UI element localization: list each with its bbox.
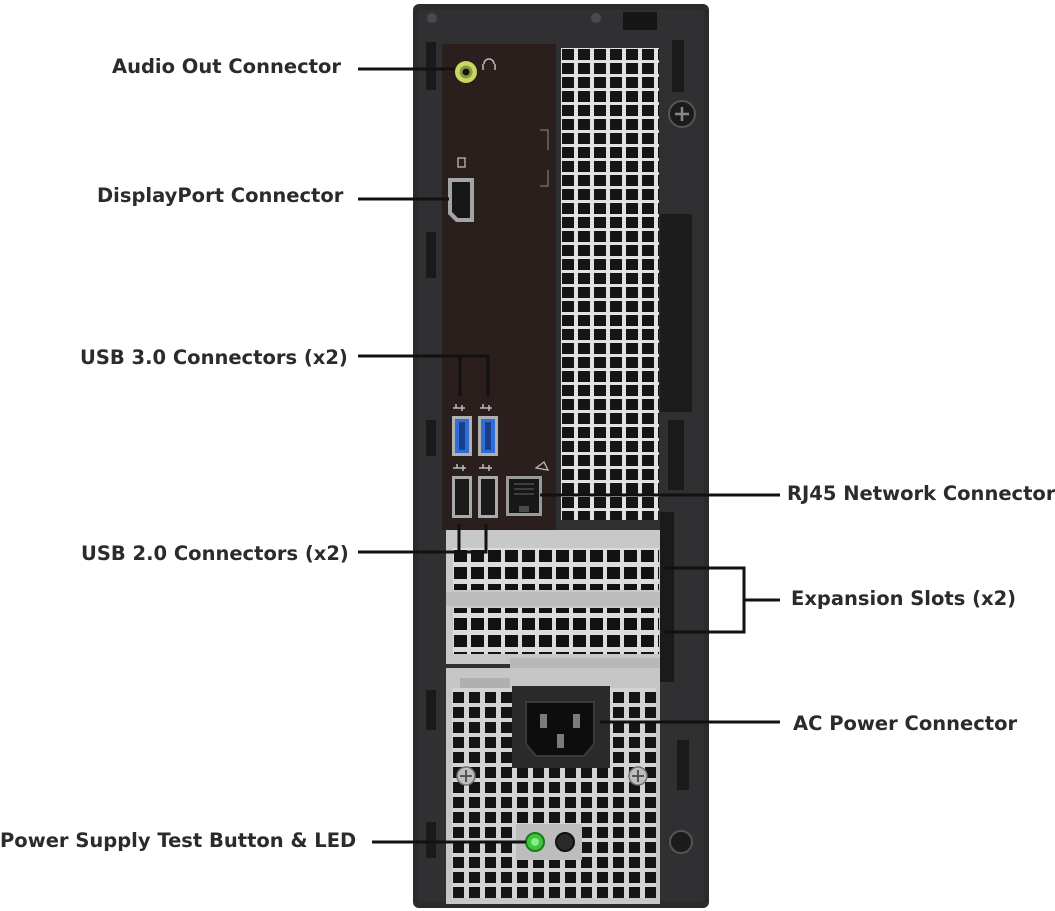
label-usb3-connectors: USB 3.0 Connectors (x2) <box>80 346 348 369</box>
audio-jack[interactable] <box>455 58 496 83</box>
screw-icon <box>628 766 648 786</box>
padlock-loop-icon <box>669 830 693 854</box>
expansion-slots <box>446 512 674 682</box>
displayport-port[interactable] <box>448 157 474 222</box>
screw-icon <box>456 766 476 786</box>
label-expansion-slots: Expansion Slots (x2) <box>791 587 1017 610</box>
usb3-ports[interactable] <box>452 404 498 456</box>
label-rj45-network-connector: RJ45 Network Connector <box>787 482 1055 505</box>
psu-test-panel <box>516 824 582 860</box>
network-icon <box>534 461 550 471</box>
expansion-slot-2[interactable] <box>453 608 659 654</box>
expansion-slot-1[interactable] <box>453 548 659 590</box>
usb-icon <box>453 404 465 411</box>
io-panel <box>442 44 556 530</box>
usb-icon <box>480 404 492 411</box>
thumbscrew-icon[interactable] <box>668 100 696 128</box>
rj45-port[interactable] <box>506 461 550 516</box>
usb-icon <box>453 464 466 471</box>
label-displayport-connector: DisplayPort Connector <box>97 184 344 207</box>
headphone-icon <box>482 58 496 70</box>
usb2-ports[interactable] <box>452 464 498 518</box>
ac-power-inlet[interactable] <box>512 686 610 768</box>
psu-test-button[interactable] <box>555 832 575 852</box>
label-usb2-connectors: USB 2.0 Connectors (x2) <box>81 542 349 565</box>
callout-line-usb3 <box>358 354 490 396</box>
callout-lines <box>358 67 780 844</box>
usb-icon <box>479 464 492 471</box>
label-psu-test-button-led: Power Supply Test Button & LED <box>0 829 357 852</box>
label-audio-out-connector: Audio Out Connector <box>112 55 341 78</box>
callout-line-usb2 <box>358 524 488 554</box>
top-ventilation-grille <box>561 48 659 520</box>
label-ac-power-connector: AC Power Connector <box>793 712 1018 735</box>
